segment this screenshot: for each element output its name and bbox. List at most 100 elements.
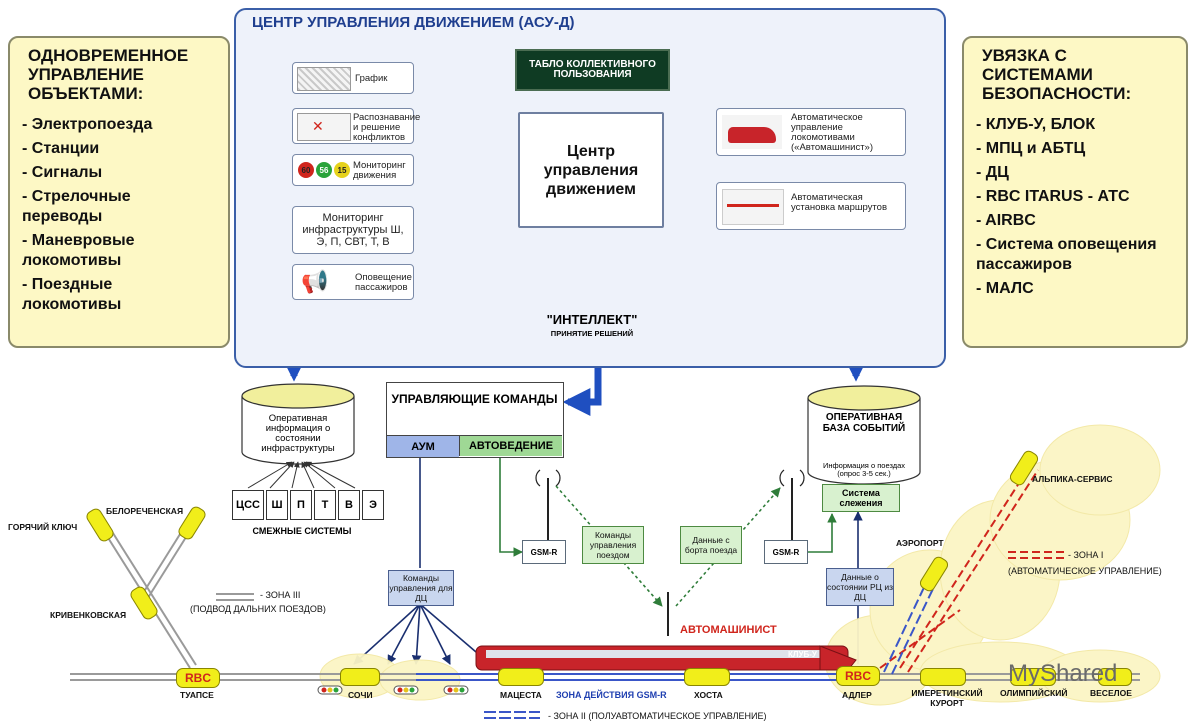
station-matsesta-label: МАЦЕСТА — [500, 690, 542, 700]
station-airport-label: АЭРОПОРТ — [896, 538, 944, 548]
train-commands-box: Команды управления поездом — [582, 526, 644, 564]
objects-list-item: - Сигналы — [22, 164, 103, 181]
station-olympic-label: ОЛИМПИЙСКИЙ — [1000, 688, 1068, 698]
station-goryachiy-label: ГОРЯЧИЙ КЛЮЧ — [8, 522, 78, 532]
klub-u-label: КЛУБ-У — [788, 650, 817, 659]
safety-list-item: - МПЦ и АБТЦ — [976, 140, 1086, 157]
station-imeretinsky-marker — [920, 668, 966, 686]
automashinist-label: АВТОМАШИНИСТ — [680, 624, 777, 636]
locomotive-body — [728, 127, 776, 143]
control-commands-box: УПРАВЛЯЮЩИЕ КОМАНДЫ АУМ АВТОВЕДЕНИЕ — [386, 382, 564, 458]
signal-indicator-red: 60 — [298, 162, 314, 178]
objects-list-item: - Станции — [22, 140, 100, 157]
station-tuapse-label: ТУАПСЕ — [180, 690, 214, 700]
module-auto-locomotive: Автоматическое управление локомотивами (… — [716, 108, 906, 156]
objects-list-item: - Стрелочные переводы — [22, 188, 131, 225]
zone-1-sub: (АВТОМАТИЧЕСКОЕ УПРАВЛЕНИЕ) — [1008, 566, 1162, 576]
module-conflicts: ✕ Распознавание и решение конфликтов — [292, 108, 421, 144]
gsm-r-left: GSM-R — [522, 540, 566, 564]
conflict-cross-icon: ✕ — [312, 118, 324, 134]
adjacent-system-cell: Т — [314, 490, 336, 520]
onboard-data-box: Данные с борта поезда — [680, 526, 742, 564]
module-conflicts-label: Распознавание и решение конфликтов — [353, 112, 421, 143]
objects-control-panel: ОДНОВРЕМЕННОЕ УПРАВЛЕНИЕ ОБЪЕКТАМИ: - Эл… — [8, 36, 230, 348]
station-adler-label: АДЛЕР — [842, 690, 872, 700]
module-schedule-label: График — [355, 73, 388, 84]
adjacent-system-cell: Ш — [266, 490, 288, 520]
schedule-chart-icon — [297, 67, 351, 91]
station-khosta-marker — [684, 668, 730, 686]
locomotive-icon — [722, 115, 782, 149]
objects-list-item: - Маневровые локомотивы — [22, 232, 135, 269]
module-auto-locomotive-label: Автоматическое управление локомотивами (… — [791, 112, 873, 153]
adjacent-system-cell: В — [338, 490, 360, 520]
adjacent-systems-label: СМЕЖНЫЕ СИСТЕМЫ — [252, 526, 352, 536]
collective-display-board: ТАБЛО КОЛЛЕКТИВНОГО ПОЛЬЗОВАНИЯ — [515, 49, 670, 91]
dc-commands-box: Команды управления для ДЦ — [388, 570, 454, 606]
adjacent-system-cell: ЦСС — [232, 490, 264, 520]
zone-3-sub: (ПОДВОД ДАЛЬНИХ ПОЕЗДОВ) — [190, 604, 326, 614]
safety-list-item: - МАЛС — [976, 280, 1034, 297]
safety-list-item: - RBC ITARUS - АТС — [976, 188, 1130, 205]
signal-indicator-green: 56 — [316, 162, 332, 178]
traffic-control-center-block: Центр управления движением — [518, 112, 664, 228]
station-sochi-label: СОЧИ — [348, 690, 373, 700]
control-commands-title: УПРАВЛЯЮЩИЕ КОМАНДЫ — [391, 392, 558, 406]
safety-list-item: - Система оповещения пассажиров — [976, 236, 1157, 273]
rc-status-box: Данные о состоянии РЦ из ДЦ — [826, 568, 894, 606]
module-passenger-alerts: 📢 Оповещение пассажиров — [292, 264, 414, 300]
events-database-subtitle: Информация о поездах (опрос 3-5 сек.) — [822, 461, 906, 478]
conflict-route-icon: ✕ — [297, 113, 351, 141]
station-veseloe-label: ВЕСЕЛОЕ — [1090, 688, 1132, 698]
adjacent-systems-row: ЦСС Ш П Т В Э — [232, 490, 384, 520]
zone-2-legend: - ЗОНА II (ПОЛУАВТОМАТИЧЕСКОЕ УПРАВЛЕНИЕ… — [548, 711, 767, 721]
zone-3-legend: - ЗОНА III — [260, 590, 301, 600]
zone-1-legend: - ЗОНА I — [1068, 550, 1104, 560]
signal-indicators: 60 56 15 — [298, 162, 350, 178]
intellekt-title: "ИНТЕЛЛЕКТ" — [546, 312, 638, 327]
module-auto-routes: Автоматическая установка маршрутов — [716, 182, 906, 230]
gsm-r-right: GSM-R — [764, 540, 808, 564]
module-infrastructure-monitoring: Мониторинг инфраструктуры Ш, Э, П, СВТ, … — [292, 206, 414, 254]
adjacent-system-cell: Э — [362, 490, 384, 520]
station-olympic-marker — [1010, 668, 1056, 686]
rbc-adler: RBC — [836, 666, 880, 686]
watermark: MyShared — [1008, 660, 1118, 687]
loudspeaker-icon: 📢 — [301, 269, 329, 294]
objects-list-item: - Поездные локомотивы — [22, 276, 122, 313]
module-traffic-monitoring: 60 56 15 Мониторинг движения — [292, 154, 414, 186]
control-center-title: ЦЕНТР УПРАВЛЕНИЯ ДВИЖЕНИЕМ (АСУ-Д) — [252, 14, 575, 31]
station-matsesta-marker — [498, 668, 544, 686]
objects-list: - Электропоезда - Станции - Сигналы - Ст… — [22, 115, 228, 315]
rbc-tuapse: RBC — [176, 668, 220, 688]
operational-info-label: Оперативная информация о состоянии инфра… — [261, 413, 335, 454]
route-line-icon — [727, 204, 779, 207]
objects-control-title: ОДНОВРЕМЕННОЕ УПРАВЛЕНИЕ ОБЪЕКТАМИ: — [28, 46, 189, 103]
safety-list-item: - КЛУБ-У, БЛОК — [976, 116, 1096, 133]
station-alpika-label: АЛЬПИКА-СЕРВИС — [1032, 474, 1113, 484]
adjacent-system-cell: П — [290, 490, 312, 520]
tracking-system-box: Система слежения — [822, 484, 900, 512]
station-imeretinsky-label: ИМЕРЕТИНСКИЙ КУРОРТ — [911, 688, 983, 708]
signal-indicator-yellow: 15 — [334, 162, 350, 178]
autodrive-label: АВТОВЕДЕНИЕ — [459, 435, 562, 456]
safety-systems-panel: УВЯЗКА С СИСТЕМАМИ БЕЗОПАСНОСТИ: - КЛУБ-… — [962, 36, 1188, 348]
safety-list-item: - AIRBC — [976, 212, 1036, 229]
module-schedule: График — [292, 62, 414, 94]
station-krivenkovskaya-label: КРИВЕНКОВСКАЯ — [50, 610, 127, 620]
station-belorechenskaya-label: БЕЛОРЕЧЕНСКАЯ — [106, 506, 184, 516]
module-traffic-monitoring-label: Мониторинг движения — [353, 160, 406, 181]
route-switch-icon — [722, 189, 784, 225]
aum-label: АУМ — [387, 435, 459, 457]
safety-list-item: - ДЦ — [976, 164, 1009, 181]
events-database-title: ОПЕРАТИВНАЯ БАЗА СОБЫТИЙ — [822, 412, 906, 434]
gsm-zone-label: ЗОНА ДЕЙСТВИЯ GSM-R — [556, 690, 667, 700]
station-khosta-label: ХОСТА — [694, 690, 723, 700]
module-infrastructure-label: Мониторинг инфраструктуры Ш, Э, П, СВТ, … — [302, 212, 404, 248]
safety-systems-title: УВЯЗКА С СИСТЕМАМИ БЕЗОПАСНОСТИ: — [982, 46, 1132, 103]
objects-list-item: - Электропоезда — [22, 116, 153, 133]
station-sochi-marker — [340, 668, 380, 686]
module-passenger-alerts-label: Оповещение пассажиров — [355, 272, 412, 293]
module-auto-routes-label: Автоматическая установка маршрутов — [791, 192, 888, 213]
intellekt-subtitle: ПРИНЯТИЕ РЕШЕНИЙ — [550, 329, 634, 338]
